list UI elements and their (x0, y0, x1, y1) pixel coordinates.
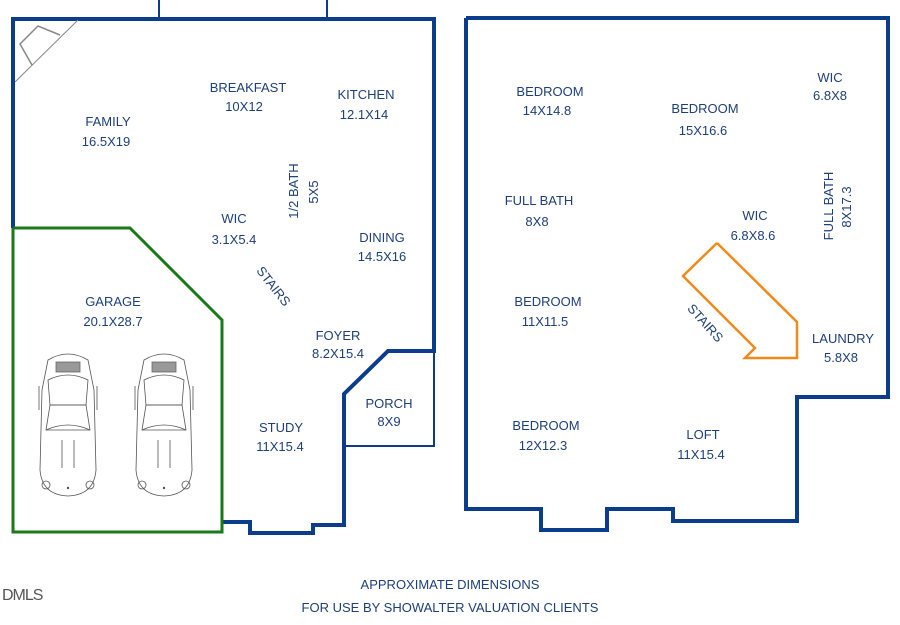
room-dims-wic-1: 6.8X8 (813, 88, 847, 103)
footer-approximate-dimensions: APPROXIMATE DIMENSIONS (360, 577, 540, 592)
first-floor-plan: FAMILY 16.5X19 BREAKFAST 10X12 KITCHEN 1… (11, 0, 436, 535)
footer-client-notice: FOR USE BY SHOWALTER VALUATION CLIENTS (301, 600, 599, 615)
room-dims-foyer: 8.2X15.4 (312, 346, 364, 361)
mls-watermark: DMLS (2, 587, 43, 604)
room-label-kitchen: KITCHEN (337, 87, 394, 102)
room-dims-half-bath: 5X5 (306, 180, 321, 203)
room-dims-porch: 8X9 (377, 414, 400, 429)
room-label-bedroom-1: BEDROOM (516, 84, 583, 99)
room-dims-breakfast: 10X12 (225, 99, 263, 114)
second-floor-exterior-wall (464, 16, 890, 532)
room-label-bedroom-2: BEDROOM (671, 101, 738, 116)
room-dims-wic-2: 6.8X8.6 (731, 228, 776, 243)
room-dims-bedroom-2: 15X16.6 (679, 123, 727, 138)
room-dims-family: 16.5X19 (82, 134, 130, 149)
garage-outline (11, 226, 224, 534)
room-label-full-bath-1: FULL BATH (505, 193, 574, 208)
room-dims-loft: 11X15.4 (677, 447, 724, 462)
room-label-wic-1: WIC (817, 70, 842, 85)
room-label-wic: WIC (221, 211, 246, 226)
room-label-full-bath-2: FULL BATH (821, 172, 836, 241)
room-label-porch: PORCH (366, 396, 413, 411)
car-icon (134, 353, 194, 497)
room-dims-study: 11X15.4 (256, 439, 303, 454)
second-floor-plan: BEDROOM 14X14.8 BEDROOM 15X16.6 WIC 6.8X… (464, 16, 890, 532)
room-dims-wic: 3.1X5.4 (212, 232, 257, 247)
room-label-breakfast: BREAKFAST (210, 80, 287, 95)
first-floor-exterior-wall (11, 17, 436, 535)
room-label-stairs-2: STAIRS (684, 301, 726, 345)
room-label-dining: DINING (359, 230, 405, 245)
room-dims-kitchen: 12.1X14 (340, 107, 388, 122)
room-dims-laundry: 5.8X8 (824, 350, 858, 365)
stairs-arrow-outline (681, 242, 799, 360)
room-label-study: STUDY (259, 420, 303, 435)
porch-outline (344, 351, 435, 447)
room-label-garage: GARAGE (85, 294, 141, 309)
room-label-family: FAMILY (85, 114, 131, 129)
car-icon (38, 353, 98, 497)
room-dims-garage: 20.1X28.7 (83, 314, 142, 329)
room-label-half-bath: 1/2 BATH (286, 163, 301, 218)
room-dims-dining: 14.5X16 (358, 249, 406, 264)
room-dims-bedroom-4: 12X12.3 (519, 438, 567, 453)
room-dims-full-bath-1: 8X8 (525, 214, 548, 229)
room-label-stairs: STAIRS (253, 263, 293, 309)
room-label-bedroom-3: BEDROOM (514, 294, 581, 309)
room-dims-bedroom-3: 11X11.5 (522, 314, 569, 329)
room-label-foyer: FOYER (316, 328, 361, 343)
room-label-bedroom-4: BEDROOM (512, 418, 579, 433)
room-label-wic-2: WIC (742, 208, 767, 223)
room-label-laundry: LAUNDRY (812, 331, 874, 346)
room-dims-bedroom-1: 14X14.8 (523, 103, 571, 118)
room-label-loft: LOFT (686, 427, 719, 442)
fireplace-icon (14, 19, 79, 83)
room-dims-full-bath-2: 8X17.3 (839, 186, 854, 227)
